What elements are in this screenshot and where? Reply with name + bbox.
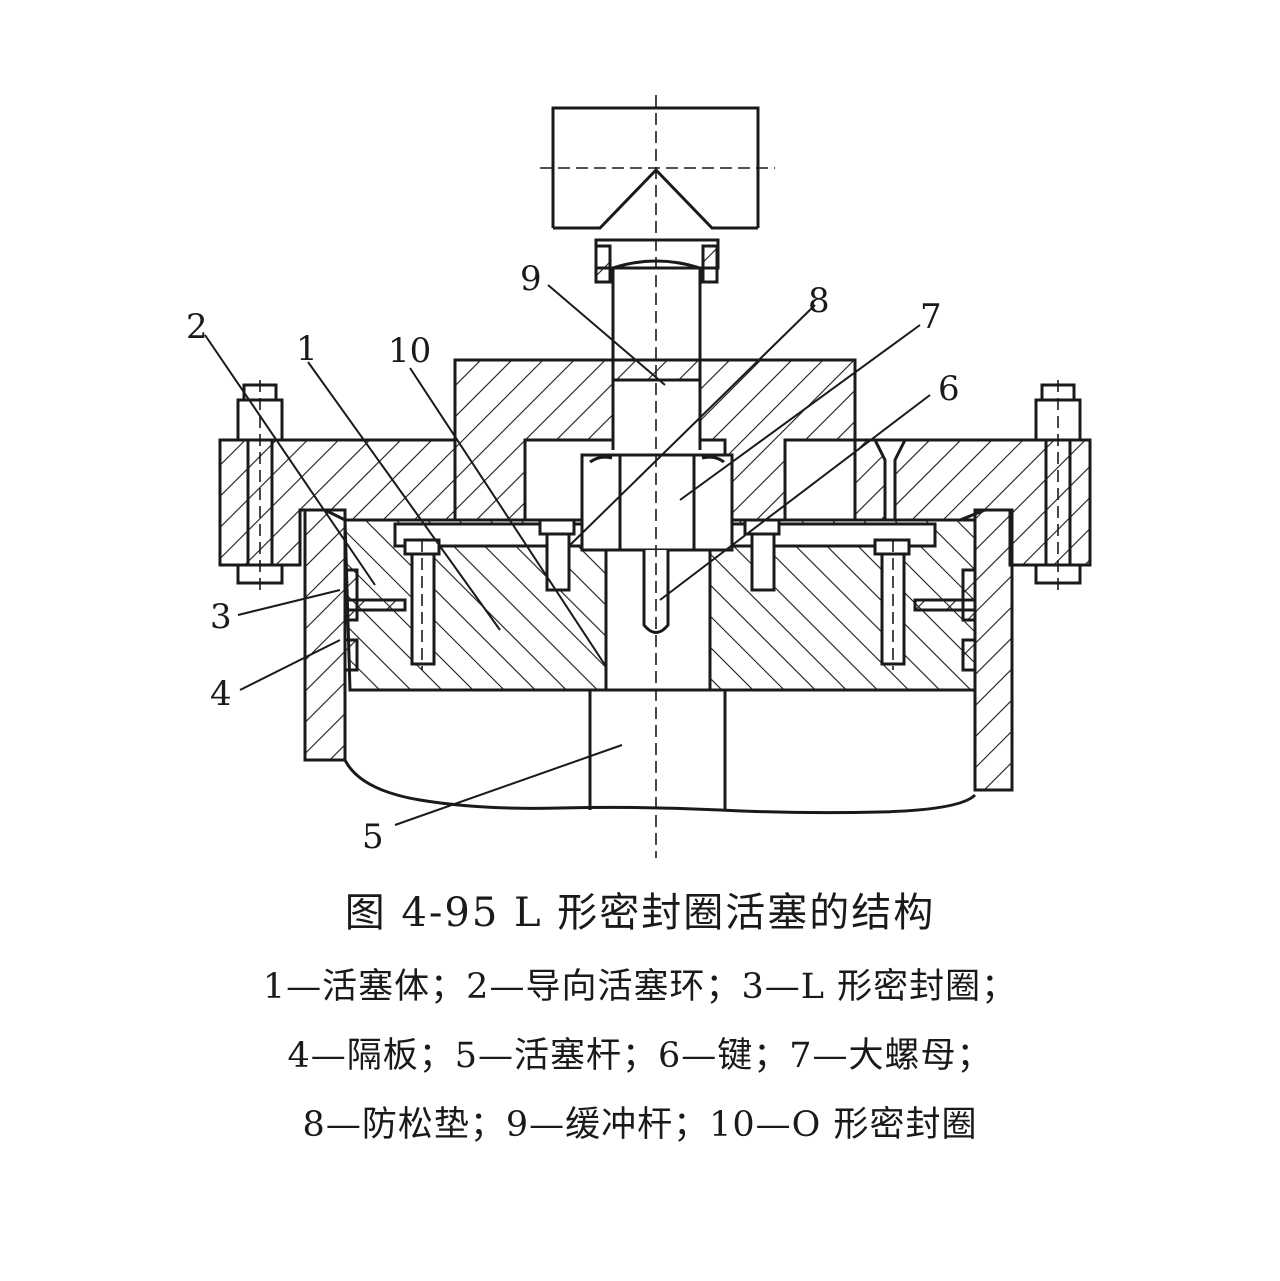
l-seal-left [343, 568, 407, 672]
screw-top-right [872, 438, 908, 522]
legend-line-1: 1—活塞体；2—导向活塞环；3—L 形密封圈； [262, 967, 1018, 1007]
callout-9: 9 [520, 259, 542, 299]
callout-6: 6 [938, 369, 960, 409]
callout-2: 2 [186, 307, 208, 347]
callout-1: 1 [296, 329, 318, 369]
figure-caption: 图 4-95 L 形密封圈活塞的结构 [344, 890, 936, 936]
callout-4: 4 [210, 674, 232, 714]
callout-labels: 1 2 3 4 5 6 7 8 9 10 [186, 259, 960, 857]
callout-7: 7 [920, 297, 942, 337]
legend-line-3: 8—防松垫；9—缓冲杆；10—O 形密封圈 [302, 1105, 978, 1145]
callout-5: 5 [362, 817, 384, 857]
centerlines [259, 95, 1059, 858]
piston-rod [343, 690, 977, 815]
cylinder-wall-left [303, 508, 347, 762]
l-seal-right [913, 568, 977, 672]
cylinder-wall-right [973, 508, 1014, 792]
callout-10: 10 [388, 331, 431, 371]
buffer-rod [594, 238, 720, 450]
bolt-right [1034, 383, 1082, 585]
screw-2 [538, 518, 576, 592]
callout-3: 3 [210, 597, 232, 637]
leader-lines [204, 284, 931, 826]
callout-8: 8 [808, 281, 830, 321]
legend-line-2: 4—隔板；5—活塞杆；6—键；7—大螺母； [287, 1036, 993, 1076]
screw-3 [743, 518, 781, 592]
screw-4 [873, 538, 911, 666]
large-nut [580, 453, 734, 552]
piston-structure-diagram: 1 2 3 4 5 6 7 8 9 10 [186, 95, 1092, 858]
